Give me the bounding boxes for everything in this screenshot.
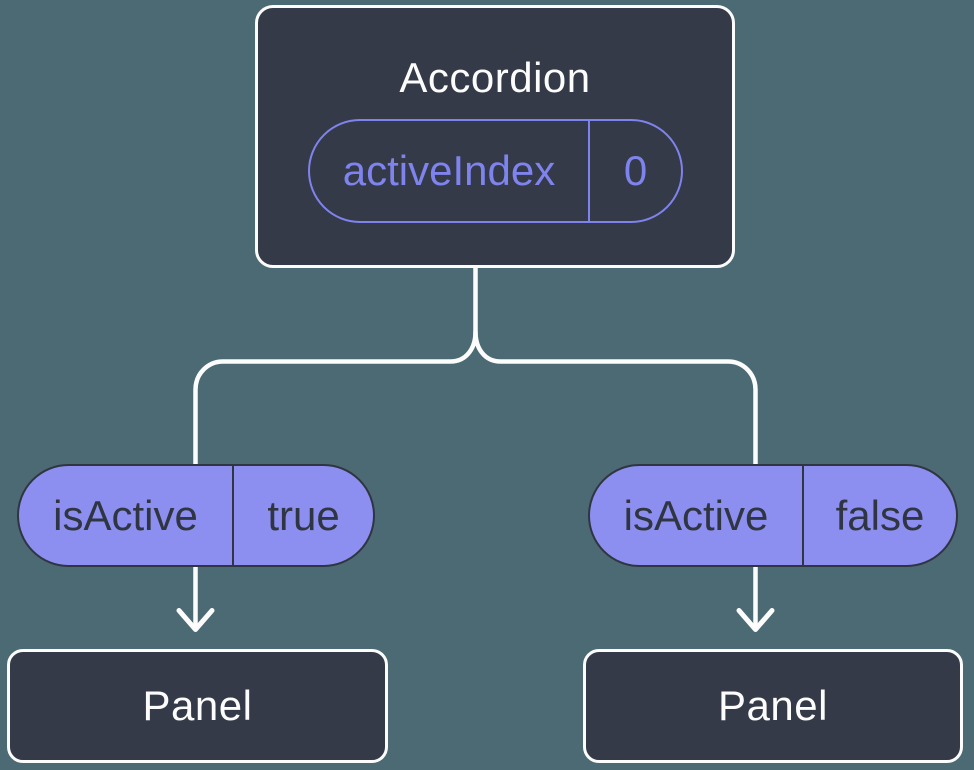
arrowhead-down-left-icon xyxy=(176,608,215,632)
panel-node-left: Panel xyxy=(7,649,388,763)
branch-right-line xyxy=(473,329,758,468)
accordion-node-title: Accordion xyxy=(399,54,591,101)
is-active-pill-right: isActive false xyxy=(588,464,958,567)
arrowhead-down-right-icon xyxy=(736,608,775,632)
is-active-pill-left: isActive true xyxy=(17,464,375,567)
prop-name-label: isActive xyxy=(19,466,234,565)
branch-left-line xyxy=(193,263,478,468)
prop-name-label: activeIndex xyxy=(310,121,590,221)
panel-node-title: Panel xyxy=(718,682,828,729)
prop-value: false xyxy=(835,491,925,539)
panel-node-title: Panel xyxy=(142,682,253,729)
prop-name-label: isActive xyxy=(590,466,804,565)
panel-node-right: Panel xyxy=(583,649,963,763)
active-index-prop-pill: activeIndex 0 xyxy=(308,119,683,223)
accordion-node: Accordion activeIndex 0 xyxy=(255,5,735,268)
prop-value: true xyxy=(267,491,340,539)
prop-value: 0 xyxy=(623,147,648,194)
